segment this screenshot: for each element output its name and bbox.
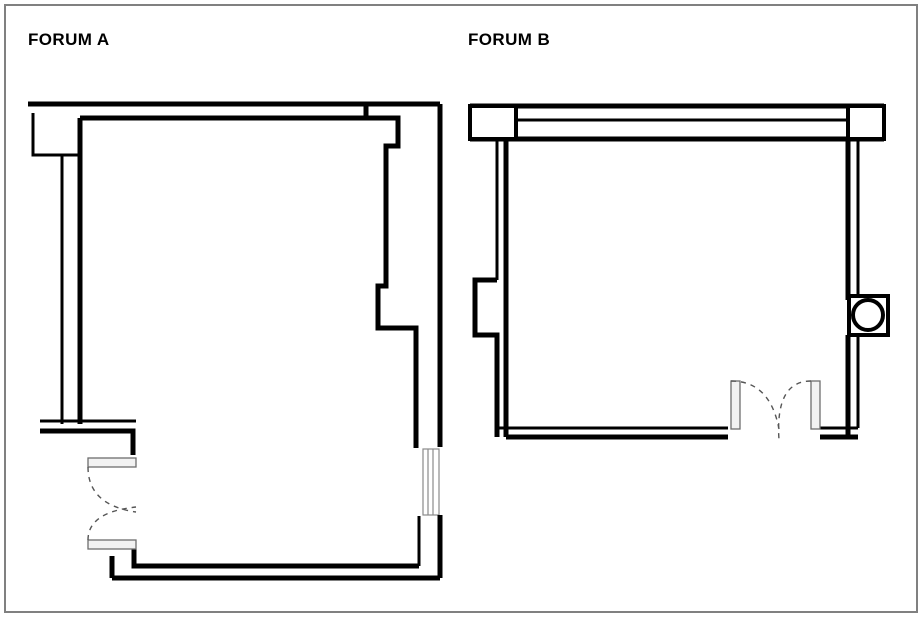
forum-a-east-wall-recess [375,242,419,448]
plan-label-forum-a: FORUM A [28,30,110,49]
forum-b-northwest-pilaster [468,104,518,141]
forum-b-northeast-pilaster [846,104,886,141]
forum-b-door-swing-right [777,380,812,441]
plan-label-forum-b: FORUM B [468,30,551,49]
forum-b-west-wall-alcove [472,277,500,437]
forum-a-door-leaf-lower [87,539,137,550]
forum-a-west-lower-return-inner [40,428,136,455]
forum-b-door-leaf-left [730,380,741,430]
forum-a-door-swing-lower [87,506,137,541]
forum-b-door-swing-left [730,380,780,430]
forum-a-east-glazing-panel [422,448,440,516]
forum-a-door-leaf-upper [87,457,137,468]
forum-b-east-round-column [847,294,890,337]
forum-a-northeast-step-notch [366,115,401,242]
plan-forum-b [468,103,890,441]
plan-forum-a [28,101,443,581]
forum-a-northwest-return-wall [31,113,78,157]
forum-b-door-leaf-right [810,380,821,430]
forum-b-south-double-door [730,380,821,441]
forum-a-door-swing-upper [87,466,137,513]
forum-a-southwest-double-door [87,457,137,550]
forum-a-south-inner-wall [131,548,419,569]
